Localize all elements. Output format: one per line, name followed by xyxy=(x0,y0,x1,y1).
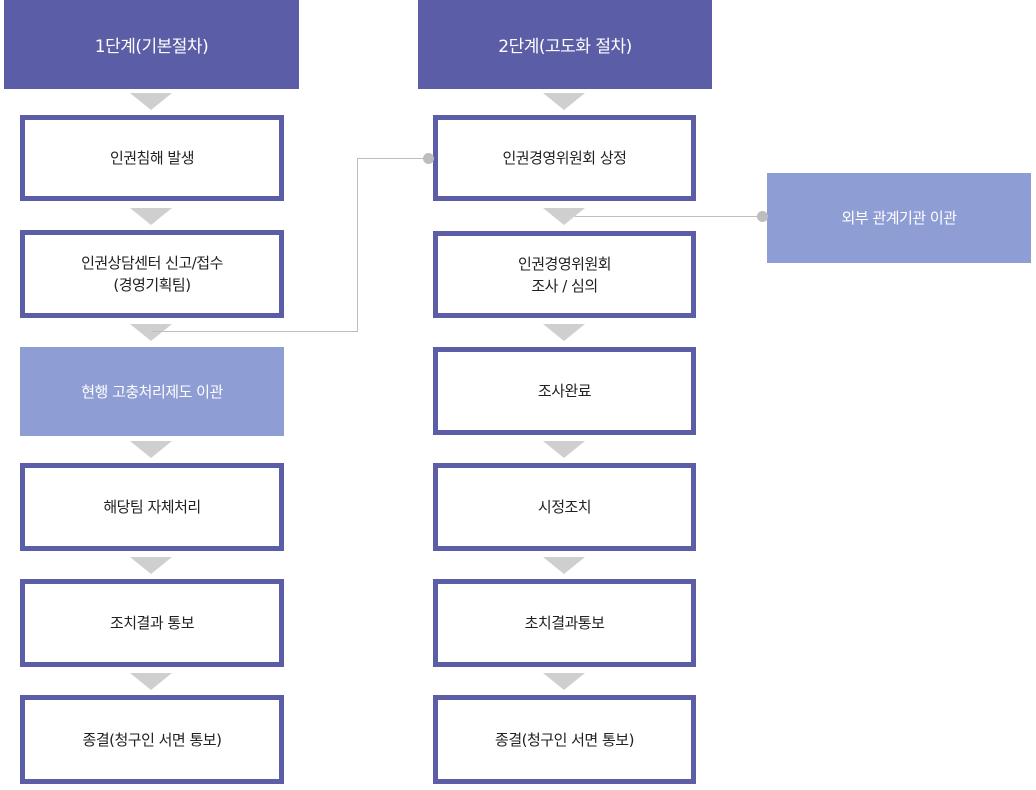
stage2-step-committee-review-sublabel: 조사 / 심의 xyxy=(531,276,598,295)
stage1-step-self-handling-label: 해당팀 자체처리 xyxy=(103,498,201,516)
stage2-header: 2단계(고도화 절차) xyxy=(418,0,712,89)
stage1-header: 1단계(기본절차) xyxy=(4,0,299,89)
arrow-down-icon xyxy=(543,208,585,225)
stage2-step-close-label: 종결(청구인 서면 통보) xyxy=(495,730,634,749)
arrow-down-icon xyxy=(543,93,585,110)
arrow-down-icon xyxy=(543,557,585,574)
stage1-header-label: 1단계(기본절차) xyxy=(94,37,209,57)
stage1-step-transfer-existing: 현행 고충처리제도 이관 xyxy=(20,347,284,436)
stage2-step-corrective-action-label: 시정조치 xyxy=(537,498,592,516)
stage1-step-notify-result: 조치결과 통보 xyxy=(20,579,284,667)
connector-escalation-top xyxy=(357,158,430,159)
stage1-step-notify-result-label: 조치결과 통보 xyxy=(109,614,195,632)
arrow-down-icon xyxy=(130,208,172,225)
stage2-step-investigation-done: 조사완료 xyxy=(433,347,696,435)
external-transfer-label: 외부 관계기관 이관 xyxy=(841,209,957,227)
stage1-step-close: 종결(청구인 서면 통보) xyxy=(20,695,284,784)
stage2-step-close: 종결(청구인 서면 통보) xyxy=(433,695,696,784)
connector-escalation-vertical xyxy=(357,158,358,332)
arrow-down-icon xyxy=(130,557,172,574)
stage2-header-label: 2단계(고도화 절차) xyxy=(498,37,632,57)
arrow-down-icon xyxy=(543,673,585,690)
arrow-down-icon xyxy=(130,93,172,110)
stage1-step-report: 인권상담센터 신고/접수 (경영기획팀) xyxy=(20,230,284,318)
connector-dot xyxy=(423,153,434,164)
stage2-step-committee-agenda-label: 인권경영위원회 상정 xyxy=(502,149,627,167)
external-transfer-box: 외부 관계기관 이관 xyxy=(767,173,1031,263)
connector-dot xyxy=(757,211,768,222)
arrow-down-icon xyxy=(543,441,585,458)
stage1-step-self-handling: 해당팀 자체처리 xyxy=(20,463,284,551)
stage2-step-committee-agenda: 인권경영위원회 상정 xyxy=(433,115,696,201)
stage1-step-report-sublabel: (경영기획팀) xyxy=(113,276,191,294)
stage2-step-corrective-action: 시정조치 xyxy=(433,463,696,551)
stage2-step-notify-result: 초치결과통보 xyxy=(433,579,696,667)
arrow-down-icon xyxy=(130,324,172,341)
stage1-step-close-label: 종결(청구인 서면 통보) xyxy=(82,730,222,749)
connector-escalation xyxy=(152,331,358,332)
connector-external xyxy=(575,216,764,217)
stage1-step-occurrence: 인권침해 발생 xyxy=(20,115,284,201)
stage2-step-notify-result-label: 초치결과통보 xyxy=(524,614,605,632)
arrow-down-icon xyxy=(130,441,172,458)
stage1-step-occurrence-label: 인권침해 발생 xyxy=(109,149,195,167)
stage1-step-transfer-existing-label: 현행 고충처리제도 이관 xyxy=(81,382,223,401)
stage2-step-committee-review-label: 인권경영위원회 xyxy=(517,254,612,273)
arrow-down-icon xyxy=(130,673,172,690)
stage1-step-report-label: 인권상담센터 신고/접수 xyxy=(81,254,223,272)
stage2-step-investigation-done-label: 조사완료 xyxy=(537,382,592,400)
stage2-step-committee-review: 인권경영위원회 조사 / 심의 xyxy=(433,231,696,318)
arrow-down-icon xyxy=(543,324,585,341)
